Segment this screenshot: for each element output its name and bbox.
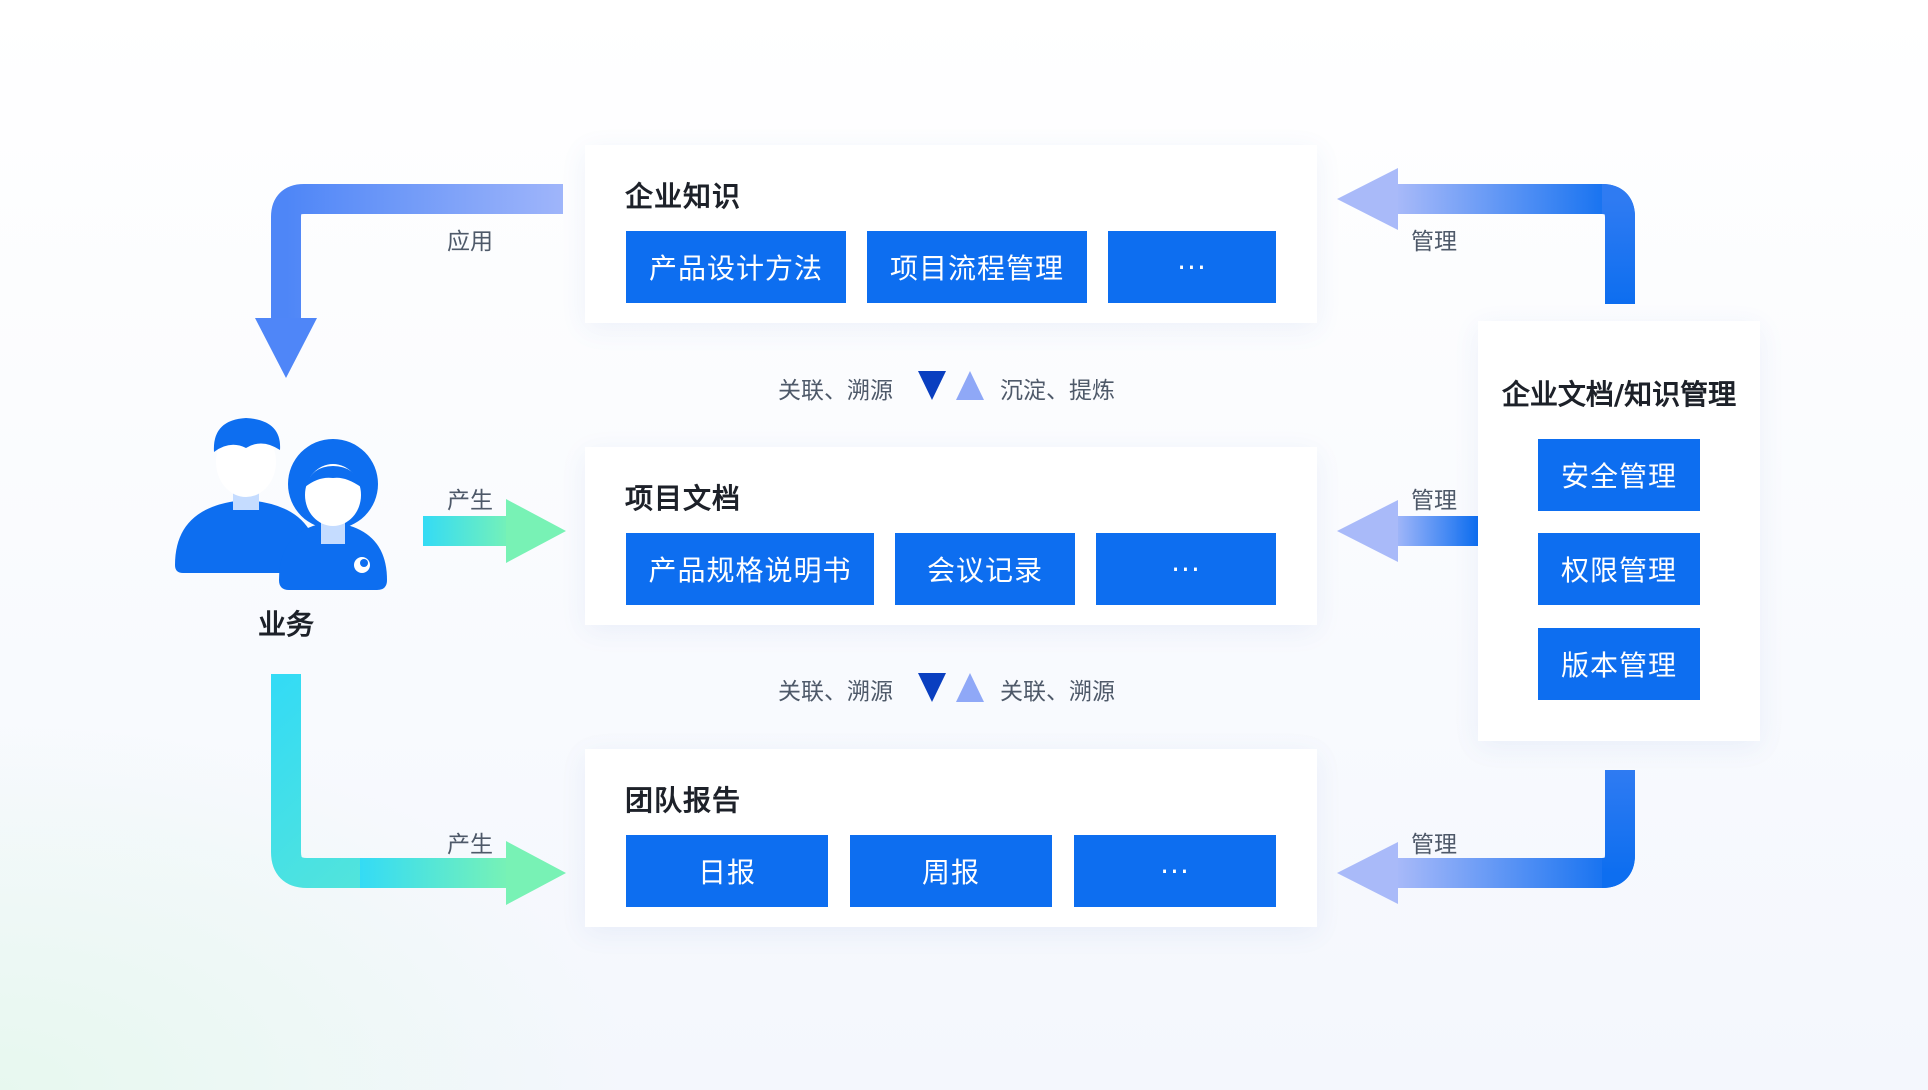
relation-label-lower-right: 关联、溯源 (1000, 679, 1115, 705)
manage-arrow-top (1337, 168, 1635, 304)
manage-label-mid: 管理 (1411, 488, 1457, 514)
apply-arrow (255, 184, 563, 378)
panel-team-reports: 团队报告 日报 周报 ··· (585, 749, 1317, 927)
tag-more[interactable]: ··· (1096, 533, 1276, 605)
relation-label-upper-right: 沉淀、提炼 (1000, 378, 1115, 404)
produce-label-top: 产生 (447, 488, 493, 514)
relation-triangles-upper (918, 371, 984, 400)
tag-more[interactable]: ··· (1108, 231, 1276, 303)
tag-version-management[interactable]: 版本管理 (1538, 628, 1700, 700)
tag-project-process-management[interactable]: 项目流程管理 (867, 231, 1087, 303)
relation-triangles-lower (918, 673, 984, 702)
produce-arrow-bottom (271, 674, 566, 905)
tag-meeting-notes[interactable]: 会议记录 (895, 533, 1075, 605)
panel-project-docs: 项目文档 产品规格说明书 会议记录 ··· (585, 447, 1317, 625)
manage-label-bottom: 管理 (1411, 832, 1457, 858)
apply-label: 应用 (447, 229, 493, 255)
panel-title: 团队报告 (625, 784, 742, 817)
manage-arrow-mid (1337, 500, 1478, 562)
tag-daily-report[interactable]: 日报 (626, 835, 828, 907)
tag-product-design-method[interactable]: 产品设计方法 (626, 231, 846, 303)
business-users-icon (175, 418, 387, 590)
manage-label-top: 管理 (1411, 229, 1457, 255)
panel-title: 企业知识 (625, 180, 742, 213)
business-label: 业务 (258, 608, 315, 641)
panel-title: 项目文档 (625, 482, 742, 515)
tag-security-management[interactable]: 安全管理 (1538, 439, 1700, 511)
panel-title: 企业文档/知识管理 (1501, 378, 1737, 411)
produce-label-bottom: 产生 (447, 832, 493, 858)
tag-weekly-report[interactable]: 周报 (850, 835, 1052, 907)
panel-document-knowledge-management: 企业文档/知识管理 安全管理 权限管理 版本管理 (1478, 321, 1760, 741)
produce-arrow-top (423, 499, 566, 563)
relation-label-lower-left: 关联、溯源 (778, 679, 893, 705)
tag-permission-management[interactable]: 权限管理 (1538, 533, 1700, 605)
manage-arrow-bottom (1337, 770, 1635, 904)
tag-more[interactable]: ··· (1074, 835, 1276, 907)
tag-product-spec[interactable]: 产品规格说明书 (626, 533, 874, 605)
relation-label-upper-left: 关联、溯源 (778, 378, 893, 404)
panel-enterprise-knowledge: 企业知识 产品设计方法 项目流程管理 ··· (585, 145, 1317, 323)
